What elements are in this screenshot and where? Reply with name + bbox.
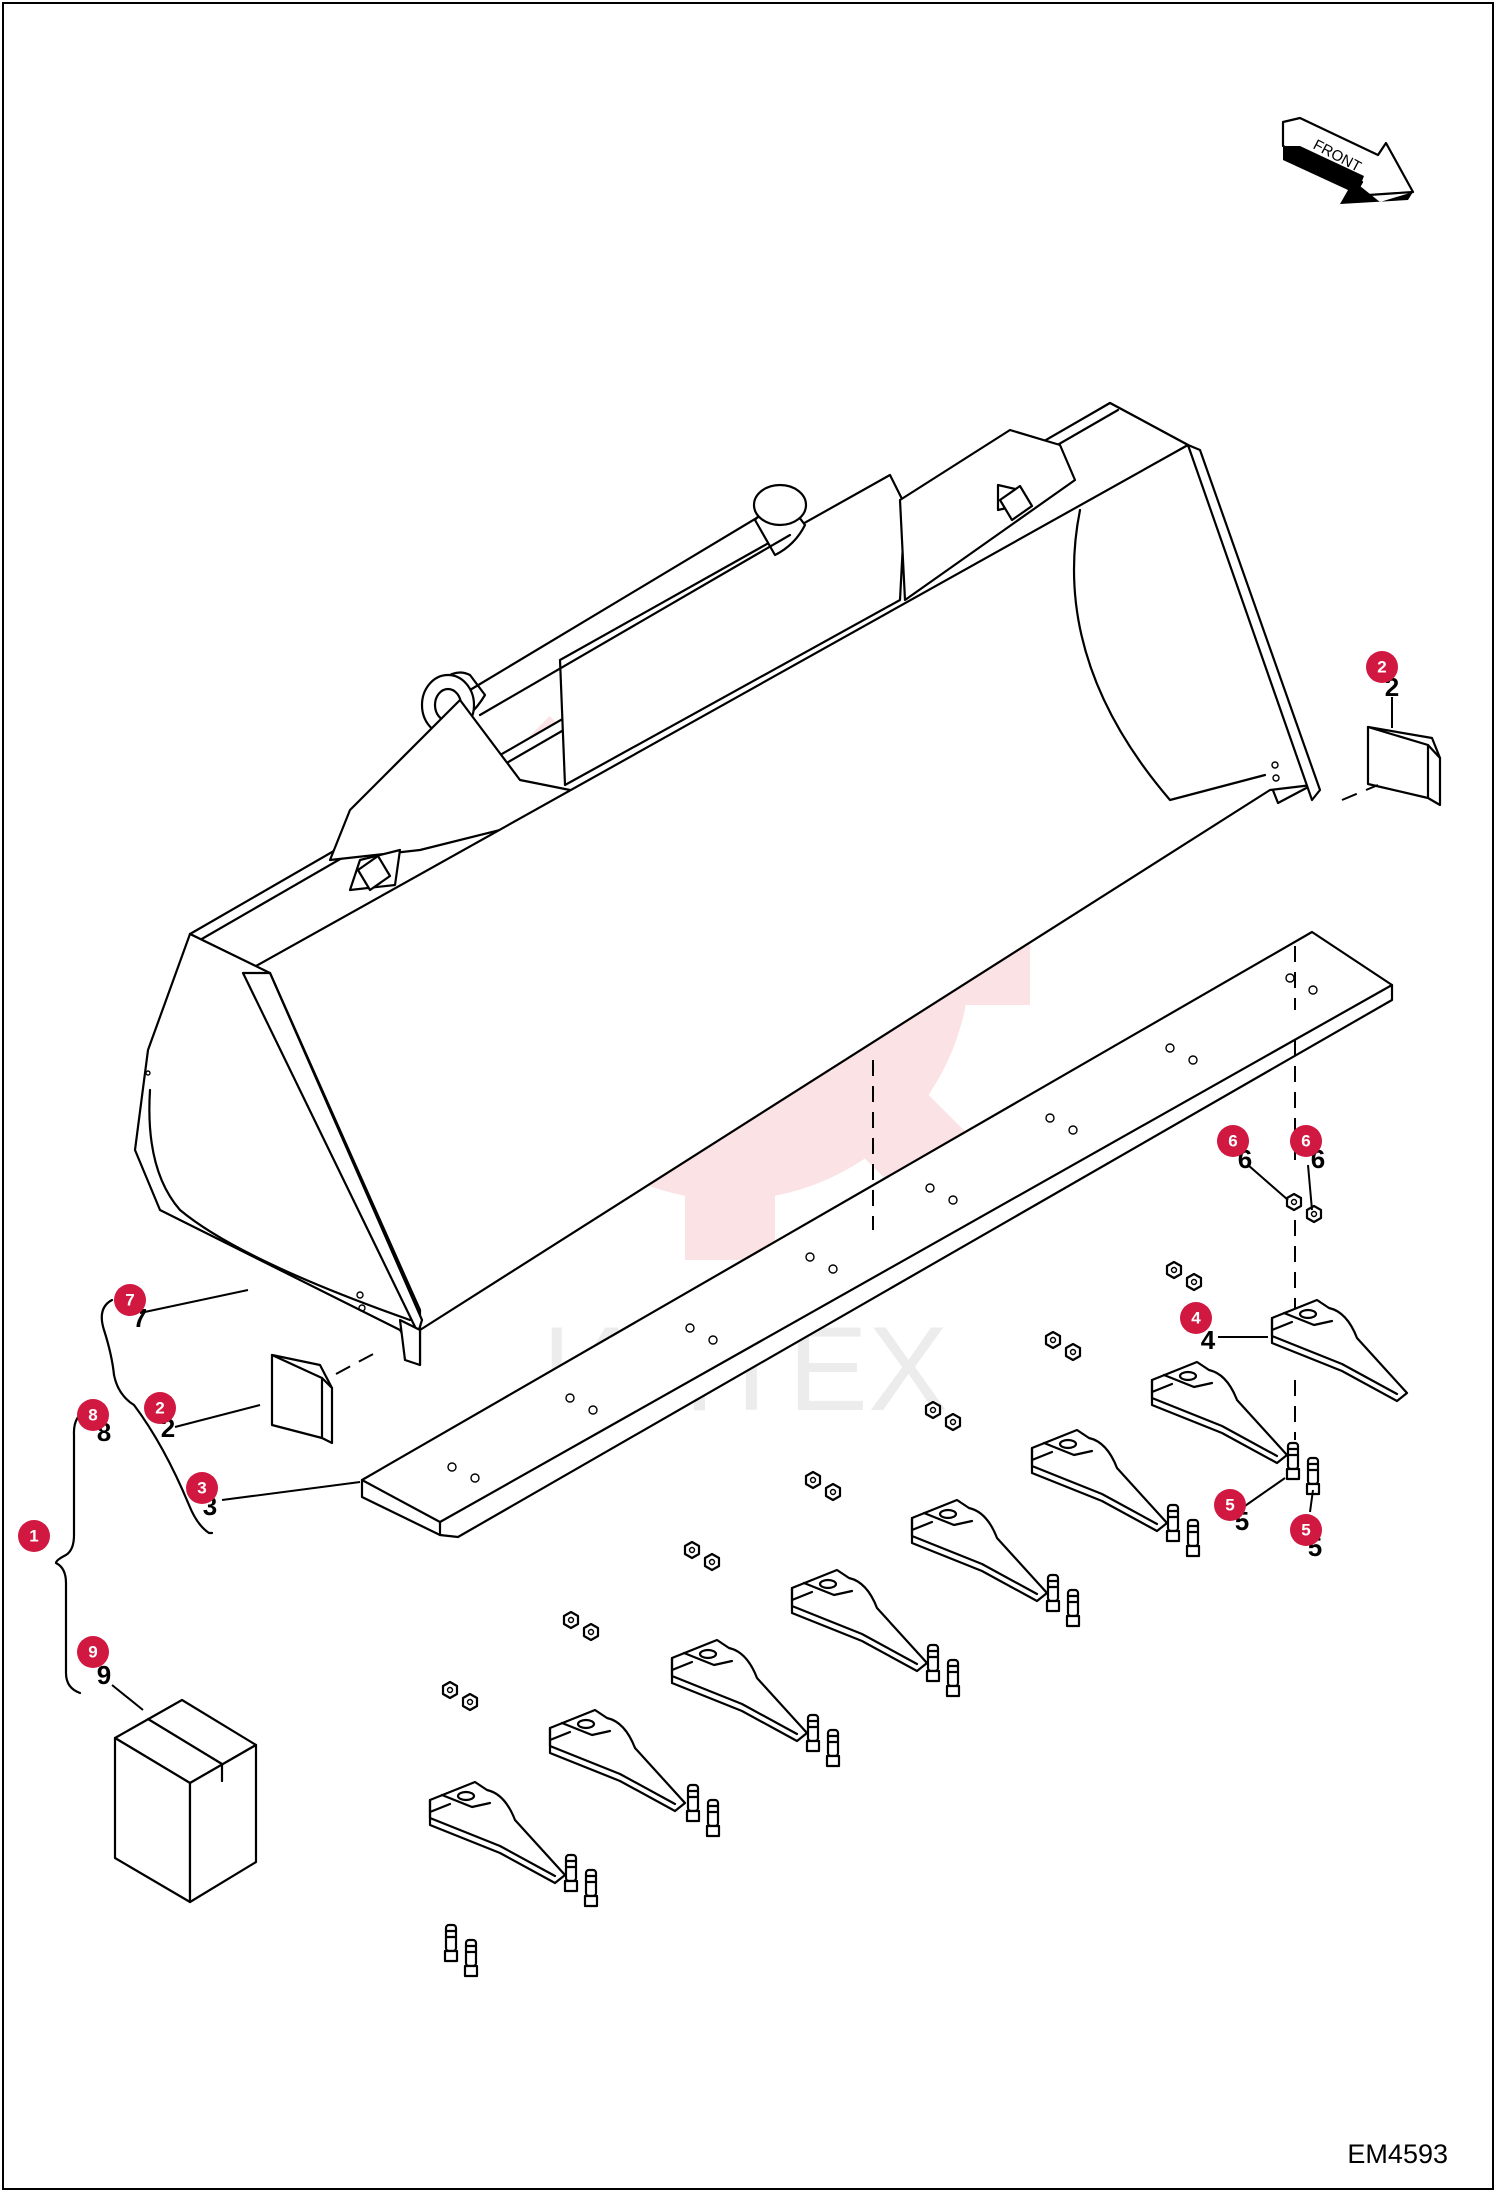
svg-text:3: 3 [197, 1479, 206, 1498]
callout-7-bubble[interactable]: 7 [114, 1284, 146, 1316]
bucket [133, 401, 1322, 1367]
svg-text:5: 5 [1301, 1521, 1310, 1540]
callout-5-right-bubble[interactable]: 5 [1290, 1514, 1322, 1546]
wear-pad-left [270, 1353, 334, 1445]
bracket-7 [100, 1298, 214, 1535]
callout-5-left-bubble[interactable]: 5 [1214, 1489, 1246, 1521]
callout-1-bubble[interactable]: 1 [18, 1520, 50, 1552]
callout-6-left-bubble[interactable]: 6 [1217, 1125, 1249, 1157]
svg-text:6: 6 [1228, 1132, 1237, 1151]
callout-2-right-bubble[interactable]: 2 [1366, 651, 1398, 683]
callout-2-left-bubble[interactable]: 2 [144, 1392, 176, 1424]
svg-text:4: 4 [1191, 1309, 1201, 1328]
parts-box [113, 1698, 258, 1904]
svg-text:8: 8 [88, 1406, 97, 1425]
callout-3-bubble[interactable]: 3 [186, 1472, 218, 1504]
dash-pad-right [1341, 784, 1379, 801]
bracket-1 [54, 1408, 90, 1695]
svg-text:6: 6 [1301, 1132, 1310, 1151]
wear-pad-right [1366, 725, 1442, 807]
front-arrow-icon: FRONT [1281, 116, 1415, 204]
bolt-row [443, 1441, 1321, 1978]
callout-4-bubble[interactable]: 4 [1180, 1302, 1212, 1334]
svg-text:9: 9 [97, 1660, 111, 1690]
dash-pad-left [335, 1352, 376, 1375]
drawing-code: EM4593 [1347, 2139, 1448, 2169]
svg-text:5: 5 [1225, 1496, 1234, 1515]
svg-text:9: 9 [88, 1643, 97, 1662]
svg-text:4: 4 [1201, 1325, 1216, 1355]
callout-6-right-bubble[interactable]: 6 [1290, 1125, 1322, 1157]
callout-9-bubble[interactable]: 9 [77, 1636, 109, 1668]
svg-text:1: 1 [29, 1527, 38, 1546]
svg-text:2: 2 [1377, 658, 1386, 677]
svg-text:7: 7 [125, 1291, 134, 1310]
svg-text:2: 2 [155, 1399, 164, 1418]
callout-8-bubble[interactable]: 8 [77, 1399, 109, 1431]
